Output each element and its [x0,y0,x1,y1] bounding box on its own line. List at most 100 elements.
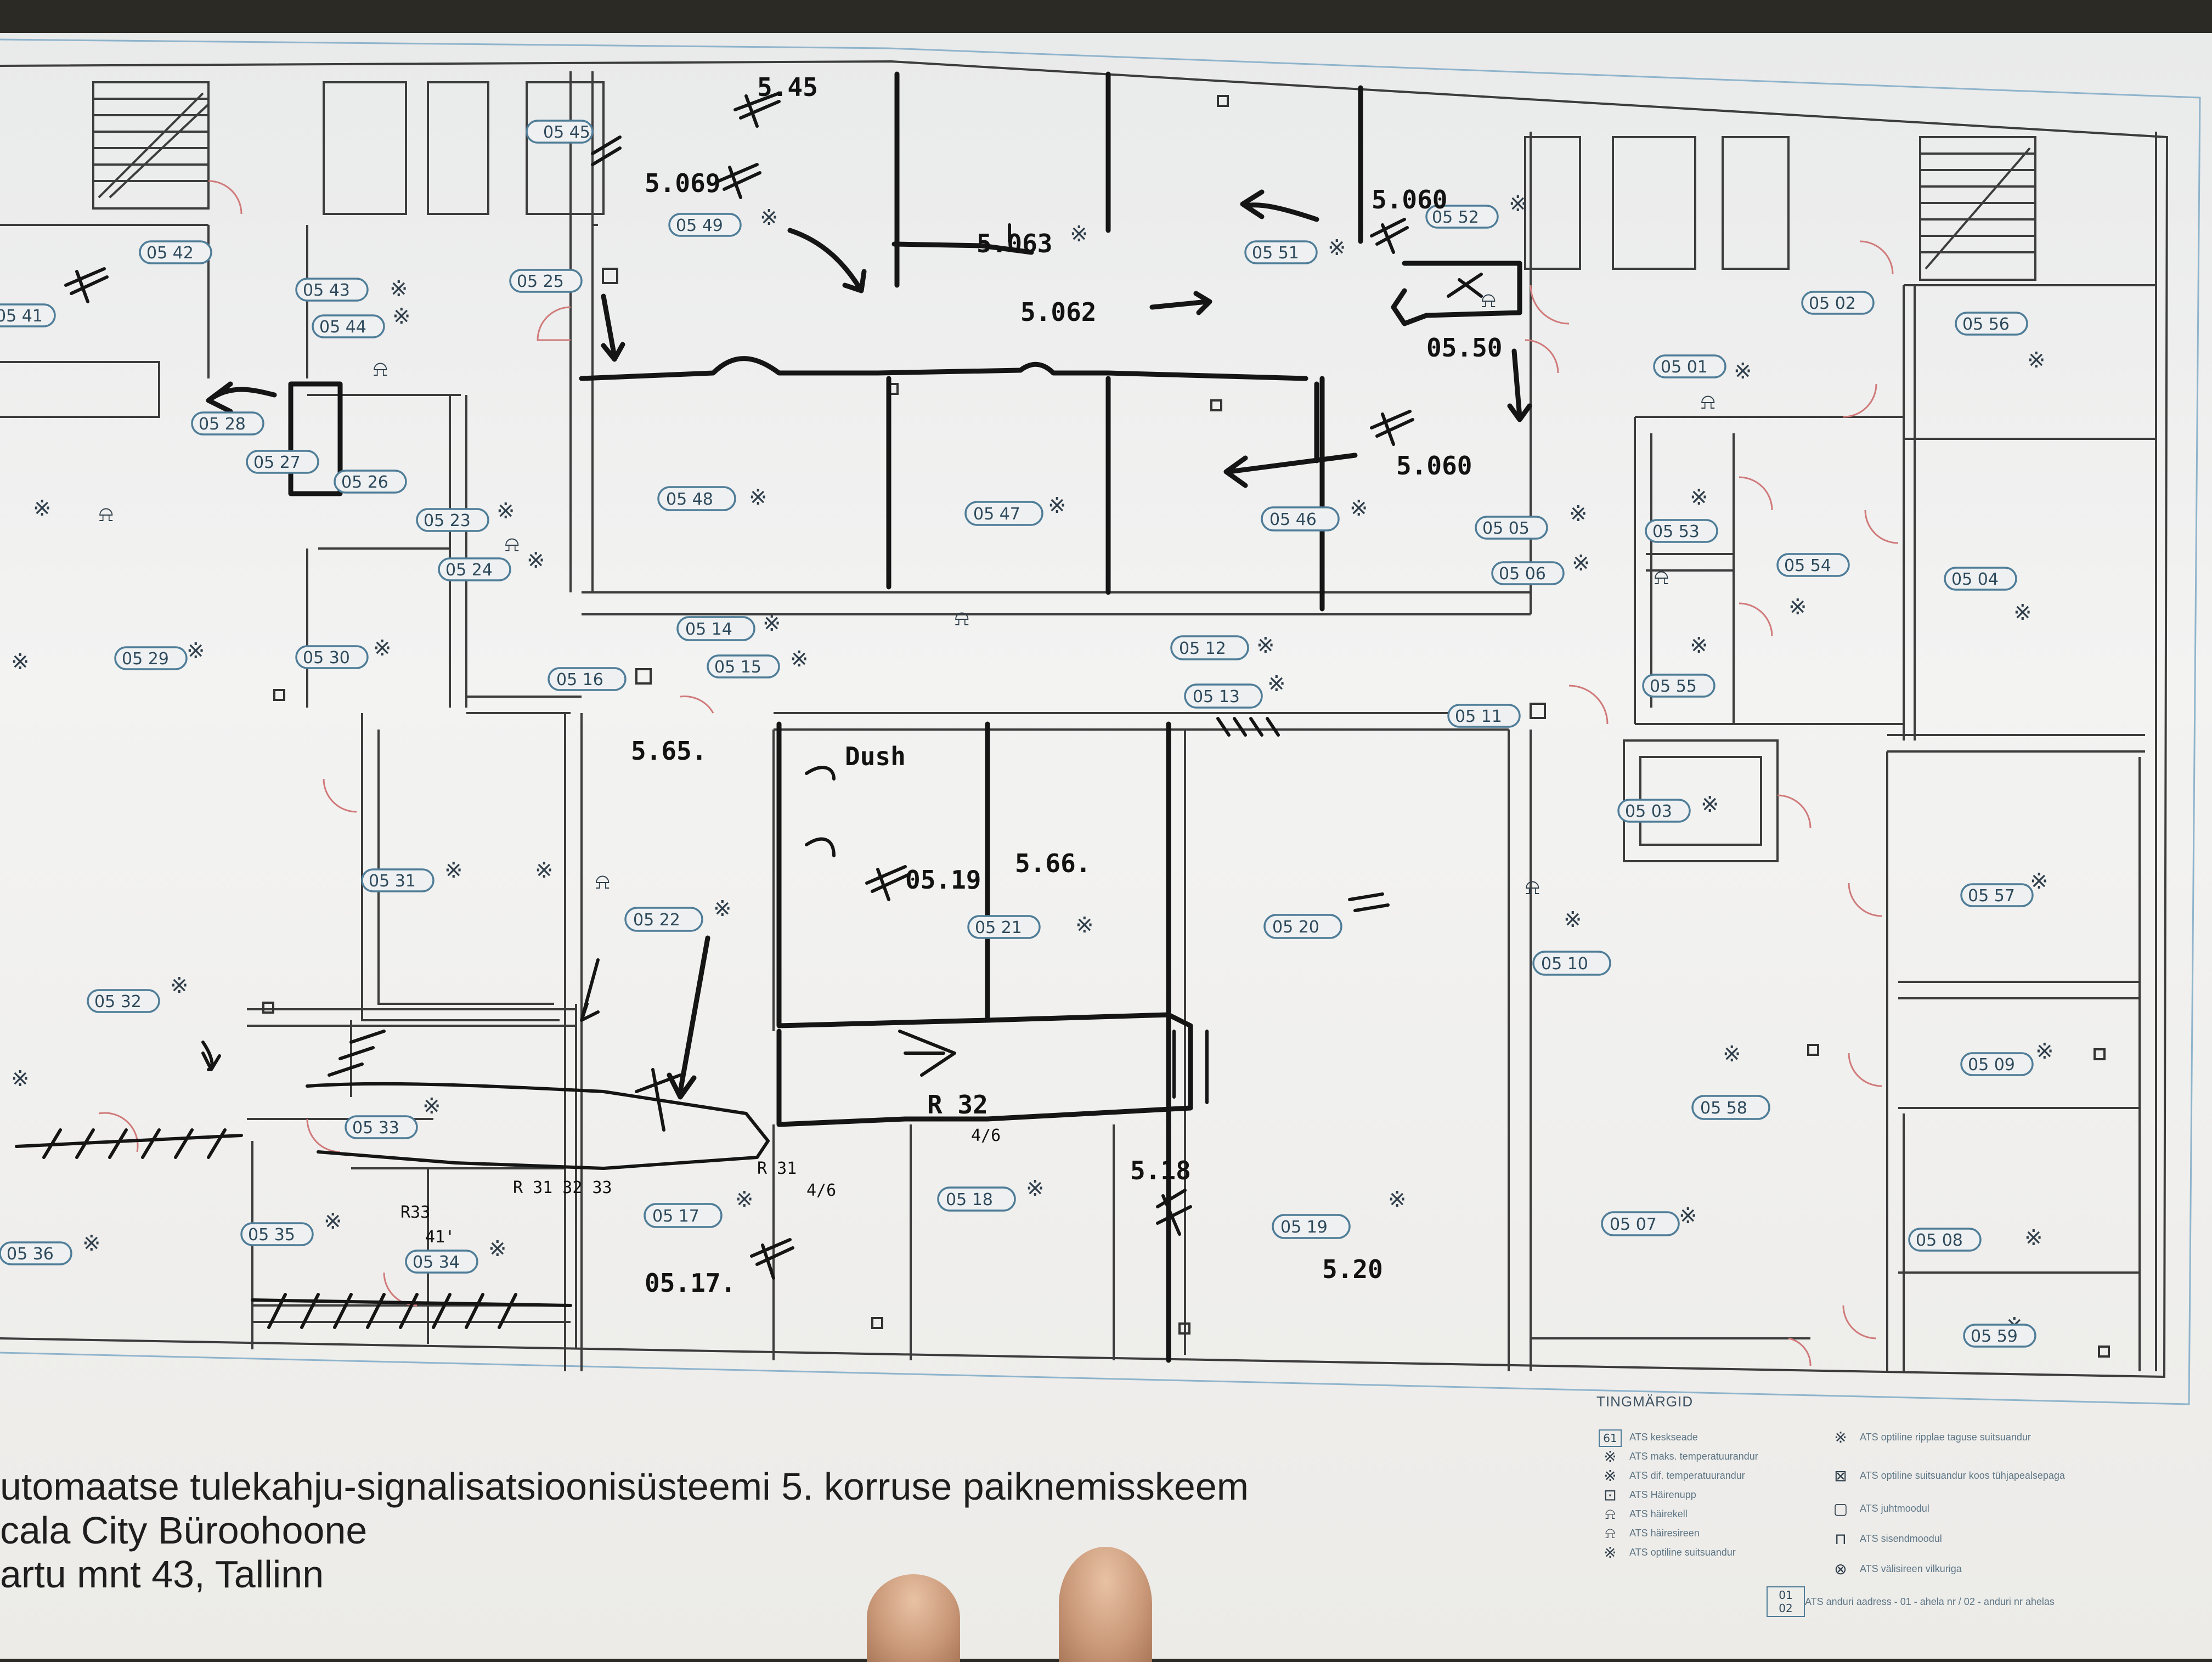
svg-text:※: ※ [373,636,392,661]
room-tag: 05 12 [1170,635,1249,660]
room-tag: 05 18 [937,1186,1016,1212]
svg-text:※: ※ [1788,595,1807,620]
svg-text:※: ※ [1328,235,1346,261]
svg-text:05 02: 05 02 [1809,294,1856,313]
svg-text:5.060: 5.060 [1396,451,1472,480]
room-tag: 05 02 [1801,291,1875,315]
svg-text:05 42: 05 42 [146,244,194,263]
svg-text:※: ※ [1509,191,1527,217]
handwritten-annotations: 5.45 5.069 5.063 5.062 5.060 05.50 5.060… [400,72,1502,1298]
room-tag: 05 24 [438,557,511,581]
svg-text:05 32: 05 32 [94,992,142,1011]
room-tag: 05 03 [1617,799,1691,823]
room-tag: 05 09 [1960,1052,2034,1076]
svg-text:05 11: 05 11 [1455,707,1502,726]
svg-text:※: ※ [1070,222,1088,247]
svg-text:※: ※ [1572,551,1590,576]
room-tag: 05 47 [964,501,1043,526]
svg-text:R 32: R 32 [927,1090,988,1120]
svg-text:05 36: 05 36 [7,1245,54,1264]
room-tag: 05 30 [295,645,369,669]
svg-text:05 18: 05 18 [946,1190,993,1209]
svg-text:※: ※ [1048,493,1066,518]
room-tag: 05 48 [657,486,736,511]
room-tag: 05 14 [676,616,755,641]
drawing-title: utomaatse tulekahju-signalisatsioonisüst… [0,1465,1249,1508]
legend-item: ※ATS optiline ripplae taguse suitsuandur [1834,1428,2031,1446]
svg-text:05 20: 05 20 [1272,918,1319,937]
svg-text:05.19: 05.19 [905,865,981,895]
svg-text:05 56: 05 56 [1962,315,2010,334]
junction-boxes [262,95,2110,1358]
legend-item: ※ATS maks. temperatuurandur [1604,1447,1758,1466]
room-tag: 05 32 [87,989,160,1013]
room-tag: 05 04 [1944,567,2017,591]
svg-text:※: ※ [170,973,189,998]
room-tag: 05 17 [644,1203,723,1228]
room-tag: 05 57 [1960,883,2034,907]
svg-text:⍾: ⍾ [505,532,519,557]
svg-text:※: ※ [324,1209,342,1234]
room-tag: 05 29 [114,646,188,670]
svg-text:05 23: 05 23 [424,511,471,530]
room-tag: 05 43 [295,278,369,302]
svg-text:※: ※ [1723,1042,1741,1067]
svg-text:※: ※ [713,896,732,922]
svg-text:※: ※ [2013,600,2032,625]
room-tag: 05 34 [405,1250,478,1274]
svg-text:⍾: ⍾ [595,869,610,894]
room-tag: 05 26 [334,470,407,494]
legend-item: ⍾ATS häirekell [1605,1505,1688,1523]
svg-text:05.17.: 05.17. [645,1268,736,1298]
svg-text:4/6: 4/6 [971,1126,1001,1145]
svg-text:05 17: 05 17 [652,1207,699,1226]
svg-text:※: ※ [496,499,515,524]
svg-text:※: ※ [1734,359,1752,384]
svg-text:※: ※ [82,1231,101,1256]
svg-text:※: ※ [1267,671,1286,697]
svg-text:05 16: 05 16 [556,670,603,689]
legend-item: ⊗ATS välisireen vilkuriga [1834,1559,1962,1578]
svg-text:05 35: 05 35 [248,1225,295,1245]
room-tag: 05 15 [707,654,780,679]
svg-text:05 22: 05 22 [633,911,680,930]
room-tag: 05 22 [624,907,703,932]
svg-text:※: ※ [1679,1203,1697,1229]
room-tag: 05 07 [1601,1211,1680,1236]
legend-item: ▢ATS juhtmoodul [1833,1499,1929,1518]
room-tag: 05 06 [1491,561,1565,585]
svg-text:05 58: 05 58 [1700,1099,1747,1118]
svg-text:※: ※ [2035,1039,2054,1064]
handwritten-markup [15,71,1532,1363]
svg-text:※: ※ [488,1236,507,1262]
svg-text:05 21: 05 21 [975,918,1022,937]
svg-text:05 27: 05 27 [253,453,301,472]
svg-text:05 09: 05 09 [1968,1055,2015,1075]
svg-text:05.50: 05.50 [1426,333,1502,363]
svg-text:Dush: Dush [845,742,906,771]
svg-text:R 31: R 31 [757,1159,797,1178]
room-tag: 05 51 [1244,240,1318,264]
svg-text:05 26: 05 26 [341,473,388,492]
room-tag: 05 31 [361,868,435,892]
svg-text:※: ※ [1256,633,1275,658]
svg-text:※: ※ [1564,907,1582,932]
svg-text:05 49: 05 49 [676,216,723,235]
svg-text:※: ※ [390,276,408,302]
svg-text:05 59: 05 59 [1971,1327,2018,1346]
room-tag: 05 36 [0,1241,72,1265]
svg-text:05 29: 05 29 [122,649,169,669]
room-tags: 05 45 05 49 05 52 05 51 05 42 05 41 05 4… [0,120,2036,1348]
svg-text:※: ※ [535,858,554,883]
svg-text:※: ※ [790,647,809,672]
svg-text:R33: R33 [400,1203,430,1222]
svg-text:※: ※ [1388,1187,1407,1212]
room-tag: 05 05 [1475,516,1548,540]
svg-text:※: ※ [444,858,463,883]
svg-text:※: ※ [2027,348,2046,373]
svg-text:05 52: 05 52 [1432,208,1479,227]
room-tag: 05 54 [1776,553,1850,577]
svg-text:05 08: 05 08 [1916,1231,1963,1250]
